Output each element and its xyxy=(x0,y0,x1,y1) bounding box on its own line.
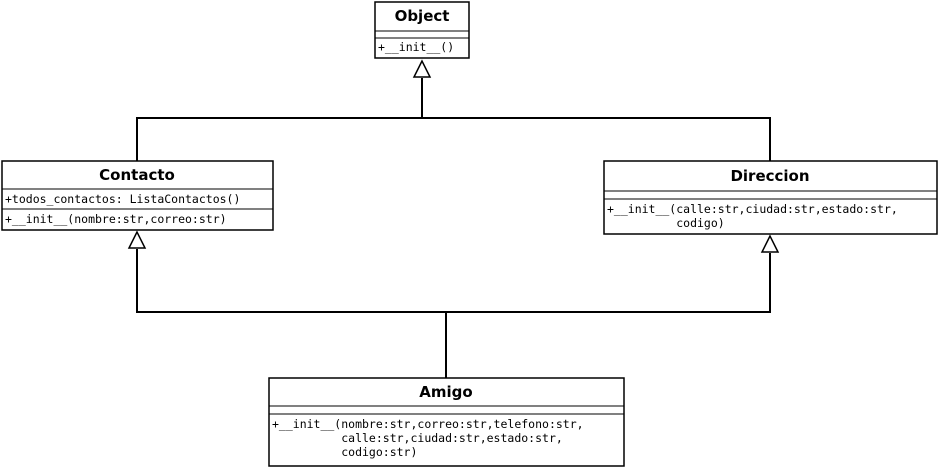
method-line: calle:str,ciudad:str,estado:str, xyxy=(272,431,563,445)
generalization-arrowhead xyxy=(412,59,432,78)
connectors xyxy=(136,78,771,378)
method-line: +__init__(nombre:str,correo:str) xyxy=(5,212,227,226)
attribute-line: +todos_contactos: ListaContactos() xyxy=(5,192,240,206)
method-text: +__init__(calle:str,ciudad:str,estado:st… xyxy=(607,202,905,230)
generalization-direccion-object xyxy=(422,117,771,161)
method-text: +__init__(nombre:str,correo:str) xyxy=(5,212,227,226)
generalization-contacto-object xyxy=(136,78,423,161)
method-text: +__init__() xyxy=(378,40,454,54)
method-line: +__init__(nombre:str,correo:str,telefono… xyxy=(272,417,584,431)
arrowheads xyxy=(127,59,780,253)
class-name: Object xyxy=(395,7,450,25)
class-name: Direccion xyxy=(730,167,809,185)
generalization-amigo-direccion xyxy=(446,253,771,313)
class-name: Amigo xyxy=(419,383,472,401)
class-box xyxy=(374,1,470,59)
class-direccion[interactable]: Direccion +__init__(calle:str,ciudad:str… xyxy=(603,160,938,235)
generalization-arrowhead xyxy=(127,230,147,249)
generalization-amigo-contacto xyxy=(136,249,447,378)
method-line: +__init__(calle:str,ciudad:str,estado:st… xyxy=(607,202,898,216)
class-name: Contacto xyxy=(99,166,175,184)
generalization-arrowhead xyxy=(760,234,780,253)
method-line: codigo) xyxy=(607,216,725,230)
class-object[interactable]: Object +__init__() xyxy=(374,1,470,59)
class-box xyxy=(603,160,938,235)
class-amigo[interactable]: Amigo +__init__(nombre:str,correo:str,te… xyxy=(268,377,625,467)
class-contacto[interactable]: Contacto +todos_contactos: ListaContacto… xyxy=(1,160,274,231)
method-text: +__init__(nombre:str,correo:str,telefono… xyxy=(272,417,591,459)
attribute-text: +todos_contactos: ListaContactos() xyxy=(5,192,240,206)
method-line: +__init__() xyxy=(378,40,454,54)
class-box xyxy=(1,160,274,231)
class-box xyxy=(268,377,625,467)
method-line: codigo:str) xyxy=(272,445,417,459)
